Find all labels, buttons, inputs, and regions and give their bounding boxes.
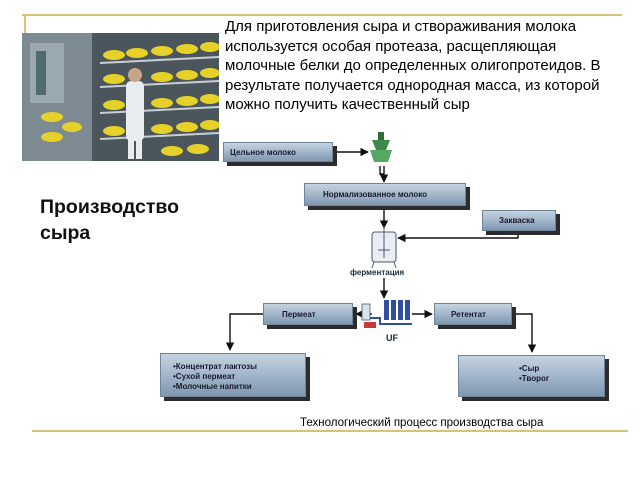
normalized-milk-label: Нормализованное молоко (323, 190, 428, 199)
starter-label: Закваска (499, 216, 535, 225)
page-heading: Производство сыра (40, 196, 180, 244)
permeate-box: Пермеат (263, 303, 353, 325)
arrow-starter-to-tank (397, 232, 519, 243)
retentate-box: Ретентат (434, 303, 512, 325)
retentate-label: Ретентат (451, 310, 486, 319)
bottom-rule (32, 430, 628, 432)
normalized-milk-box: Нормализованное молоко (304, 183, 466, 206)
top-rule-tick (24, 14, 26, 34)
diagram-caption: Технологический процесс производства сыр… (300, 417, 544, 429)
permeate-product-item: •Сухой пермеат (173, 372, 236, 381)
intro-text: Для приготовления сыра и створаживания м… (225, 18, 601, 113)
uf-label: UF (386, 333, 398, 343)
retentate-products-box: •Сыр •Творог (458, 355, 605, 397)
arrow-separator-down (379, 166, 384, 175)
retentate-product-item: •Сыр (519, 364, 540, 373)
arrow-permeate-to-products (225, 313, 263, 351)
fermentation-label: ферментация (350, 268, 405, 277)
cheese-storage-photo (22, 33, 219, 161)
arrow-retentate-to-products (515, 313, 537, 353)
whole-milk-label: Цельное молоко (230, 148, 296, 157)
retentate-product-item: •Творог (519, 374, 550, 383)
permeate-product-item: •Молочные напитки (173, 382, 252, 391)
whole-milk-box: Цельное молоко (223, 142, 333, 162)
permeate-products-box: •Концентрат лактозы •Сухой пермеат •Моло… (160, 353, 306, 397)
top-rule (22, 14, 622, 16)
starter-box: Закваска (482, 210, 556, 231)
permeate-product-item: •Концентрат лактозы (173, 362, 257, 371)
separator-icon (370, 132, 392, 162)
fermentation-tank-icon (371, 226, 397, 269)
permeate-label: Пермеат (282, 310, 316, 319)
uf-unit-icon (361, 300, 412, 328)
